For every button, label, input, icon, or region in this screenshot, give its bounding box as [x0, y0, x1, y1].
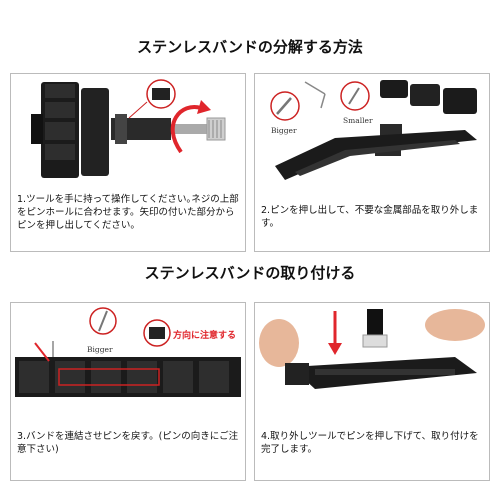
step-4-caption: 4.取り外しツールでピンを押し下げて、取り付けを完了します。 [261, 431, 479, 455]
bigger-label: Bigger [87, 345, 113, 354]
step-1-caption: 1.ツールを手に持って操作してください｡ネジの上部をピンホールに合わせます。矢印… [17, 194, 239, 231]
step-3-panel: Bigger 方向に注意する 3.バンドを連結させピンを戻す。(ピンの向きにご注… [10, 302, 246, 481]
step-1-illustration [31, 79, 226, 178]
step-4-panel: 4.取り外しツールでピンを押し下げて、取り付けを完了します。 [254, 302, 490, 481]
step-2-illustration [270, 80, 477, 180]
section-title-disassemble: ステンレスバンドの分解する方法 [137, 38, 363, 56]
section-title-attach: ステンレスバンドの取り付ける [144, 264, 356, 282]
direction-warning: 方向に注意する [173, 331, 237, 341]
smaller-label: Smaller [343, 116, 373, 125]
step-4-illustration [259, 309, 485, 389]
step-3-illustration [15, 307, 241, 397]
bigger-label: Bigger [271, 126, 297, 135]
step-2-panel: Bigger Smaller 2.ピンを押し出して、不要な金属部品を取り外します… [254, 73, 490, 252]
step-3-caption: 3.バンドを連結させピンを戻す。(ピンの向きにご注意下さい) [17, 431, 239, 455]
step-1-panel: 1.ツールを手に持って操作してください｡ネジの上部をピンホールに合わせます。矢印… [10, 73, 246, 252]
step-2-caption: 2.ピンを押し出して、不要な金属部品を取り外します。 [261, 205, 479, 229]
